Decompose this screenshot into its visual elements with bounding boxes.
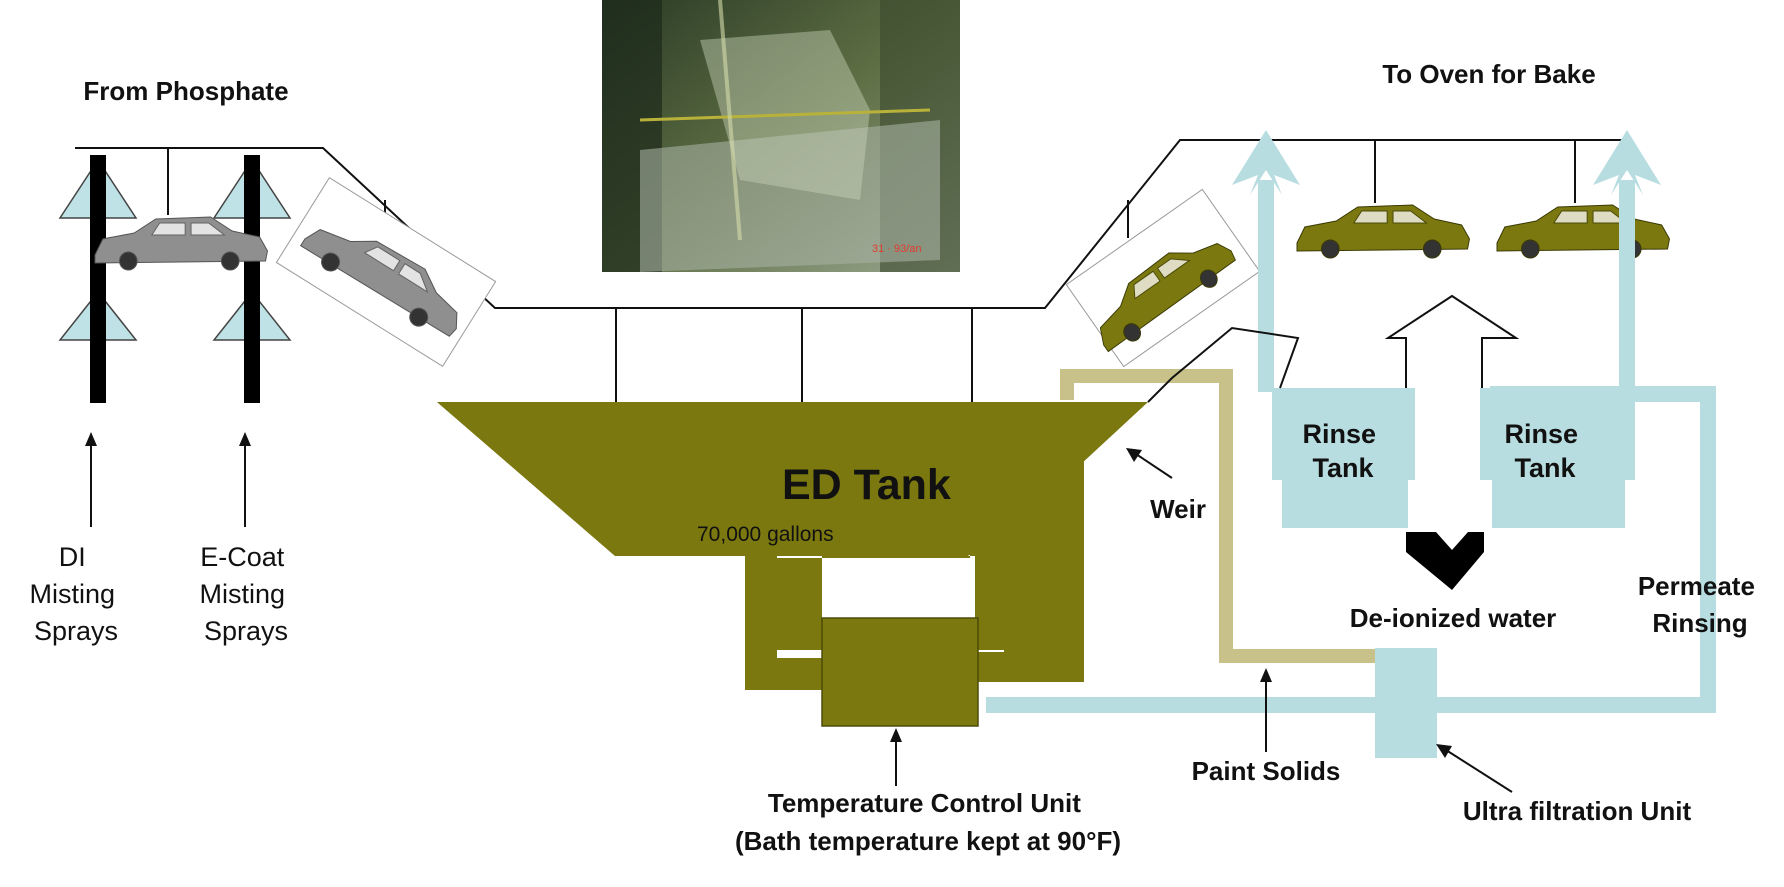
- ed-tank-capacity: 70,000 gallons: [697, 523, 834, 546]
- car-coated-3: [1496, 204, 1670, 259]
- paint-solids-pipe: [1060, 369, 1385, 663]
- car-phosphated-1: [94, 216, 268, 271]
- ultra-filtration-unit: [1375, 648, 1437, 758]
- temperature-control-unit: [821, 617, 979, 727]
- rinse-tank-1-label: Rinse Tank: [1302, 419, 1383, 483]
- di-sprays-label: DI Misting Sprays: [29, 542, 122, 646]
- ed-recirc-pipe: [745, 455, 1084, 690]
- car-coated-2: [1296, 204, 1470, 259]
- di-spray-station: [58, 155, 138, 403]
- paint-solids-label: Paint Solids: [1192, 756, 1341, 786]
- weir-overflow-line: [1147, 326, 1300, 403]
- ecoat-spray-station: [212, 155, 292, 403]
- from-phosphate-label: From Phosphate: [83, 76, 288, 106]
- car-coated-1: [1065, 188, 1261, 368]
- weir-label: Weir: [1150, 494, 1206, 524]
- car-phosphated-2: [275, 176, 497, 368]
- rinse-riser-2: [1593, 130, 1661, 392]
- deionized-water-label: De-ionized water: [1350, 603, 1557, 633]
- ecoat-sprays-label: E-Coat Misting Sprays: [199, 542, 292, 646]
- photo-timestamp: 31 · 93/an: [872, 243, 922, 255]
- temperature-control-label: Temperature Control Unit (Bath temperatu…: [735, 788, 1121, 856]
- rinse-tank-2-label: Rinse Tank: [1504, 419, 1585, 483]
- rinse-transfer-arrow: [1384, 294, 1520, 388]
- ed-tank-label: ED Tank: [782, 461, 951, 509]
- ed-tank: [437, 402, 1148, 672]
- deionized-water-arrow: [1406, 532, 1484, 590]
- permeate-rinsing-label: Permeate Rinsing: [1638, 571, 1762, 638]
- rinse-tank-2: [1480, 388, 1635, 528]
- rinse-tank-1: [1258, 388, 1415, 528]
- rinse-riser-1: [1232, 130, 1300, 392]
- pointer-arrows: [85, 432, 1513, 793]
- to-oven-label: To Oven for Bake: [1382, 59, 1595, 89]
- plant-photo: 31 · 93/an: [602, 0, 960, 272]
- ultra-filtration-label: Ultra filtration Unit: [1463, 796, 1692, 826]
